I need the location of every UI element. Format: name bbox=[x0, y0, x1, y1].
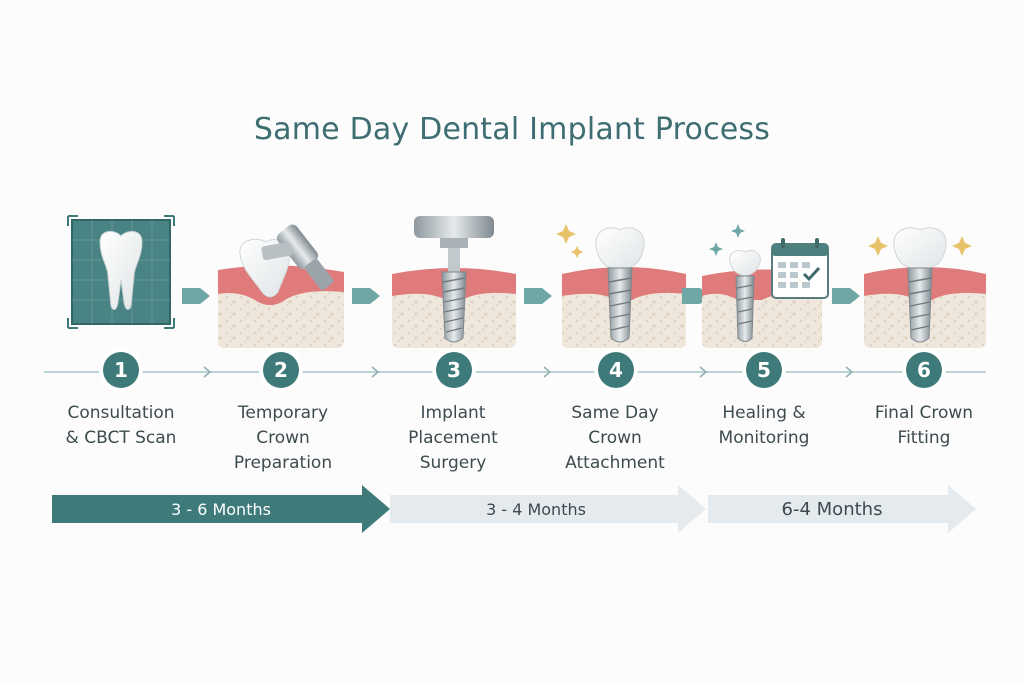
flow-arrow-3 bbox=[524, 288, 552, 304]
step-label-6: Final Crown Fitting bbox=[874, 403, 974, 448]
phase-arrow-2: 3 - 4 Months bbox=[390, 485, 706, 533]
step-number-4: 4 bbox=[598, 352, 634, 388]
step-label-2: Temporary Crown Preparation bbox=[233, 403, 333, 473]
step-label-1: Consultation & CBCT Scan bbox=[65, 403, 177, 448]
step-label-5: Healing & Monitoring bbox=[718, 403, 810, 448]
step-label-3: Implant Placement Surgery bbox=[408, 403, 498, 473]
step-number-5: 5 bbox=[746, 352, 782, 388]
phase-label-2: 3 - 4 Months bbox=[486, 499, 586, 519]
drill-tooth-icon bbox=[218, 224, 344, 348]
step-label-4: Same Day Crown Attachment bbox=[565, 403, 665, 473]
healing-calendar-icon bbox=[702, 224, 829, 348]
phase-arrow-1: 3 - 6 Months bbox=[52, 485, 390, 533]
step-number-6: 6 bbox=[906, 352, 942, 388]
step-number-1: 1 bbox=[103, 352, 139, 388]
flow-arrow-5 bbox=[832, 288, 860, 304]
flow-arrow-2 bbox=[352, 288, 380, 304]
step-number-3: 3 bbox=[436, 352, 472, 388]
illustrations bbox=[67, 215, 986, 348]
phase-arrow-3: 6-4 Months bbox=[708, 485, 976, 533]
crown-attachment-icon bbox=[556, 224, 686, 348]
flow-arrow-1 bbox=[182, 288, 210, 304]
final-crown-icon bbox=[864, 227, 986, 348]
tooth-scan-icon bbox=[67, 215, 175, 329]
timeline bbox=[44, 366, 986, 378]
phase-label-3: 6-4 Months bbox=[781, 498, 883, 520]
diagram-title: Same Day Dental Implant Process bbox=[253, 112, 771, 147]
phase-label-1: 3 - 6 Months bbox=[171, 499, 271, 519]
implant-placement-icon bbox=[392, 216, 516, 348]
step-number-2: 2 bbox=[263, 352, 299, 388]
